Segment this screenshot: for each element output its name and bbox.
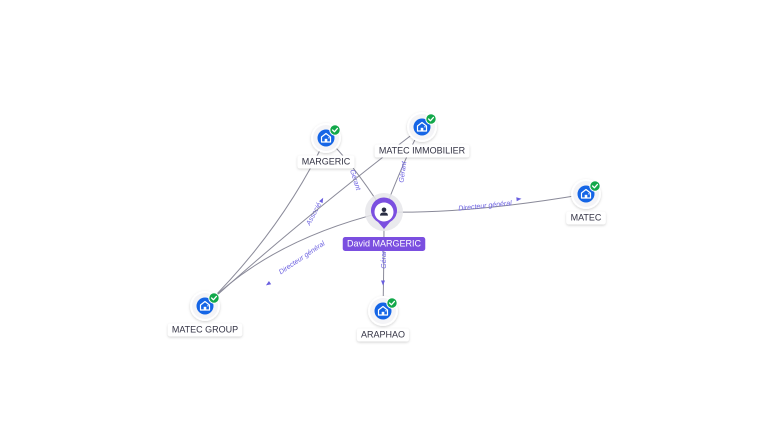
- company-label[interactable]: MATEC GROUP: [167, 323, 243, 337]
- company-name: MATEC: [571, 212, 602, 222]
- company-node-margeric[interactable]: MARGERIC: [297, 123, 355, 169]
- person-label[interactable]: David MARGERIC: [342, 237, 426, 251]
- arrow-icon: [319, 197, 324, 204]
- company-label[interactable]: MATEC IMMOBILIER: [374, 144, 470, 158]
- person-node-david-margeric[interactable]: David MARGERIC: [342, 193, 426, 251]
- edge-label: Gérant: [348, 169, 362, 193]
- company-node-matec-immobilier[interactable]: MATEC IMMOBILIER: [374, 112, 470, 158]
- arrow-icon: [265, 280, 272, 286]
- building-icon: [413, 118, 431, 136]
- check-badge-icon: [329, 124, 341, 136]
- building-icon: [577, 185, 595, 203]
- check-badge-icon: [425, 113, 437, 125]
- check-badge-icon: [386, 297, 398, 309]
- company-name: MARGERIC: [302, 156, 351, 166]
- edge-david-matec: Directeur général: [383, 193, 587, 213]
- check-badge-icon: [208, 292, 220, 304]
- edge-label: Gérant: [398, 160, 408, 183]
- label-pill: [374, 144, 470, 158]
- company-name: ARAPHAO: [361, 329, 405, 339]
- nodes-layer: MARGERIC MATEC IMMOBILIER MATEC MATEC GROUP…: [167, 112, 606, 342]
- label-pill: [566, 211, 606, 225]
- edge-line: [383, 193, 587, 213]
- company-label[interactable]: MARGERIC: [297, 155, 355, 169]
- label-pill: [297, 155, 355, 169]
- edge-label: Gérant: [381, 246, 388, 268]
- building-icon: [374, 302, 392, 320]
- edge-label: Directeur général: [278, 240, 327, 276]
- company-label[interactable]: MATEC: [566, 211, 606, 225]
- label-pill: [356, 328, 410, 342]
- company-name: MATEC GROUP: [172, 324, 238, 334]
- company-node-araphao[interactable]: ARAPHAO: [356, 296, 410, 342]
- company-node-matec[interactable]: MATEC: [566, 179, 606, 225]
- building-icon: [317, 129, 335, 147]
- edge-label: Directeur général: [458, 200, 513, 213]
- company-label[interactable]: ARAPHAO: [356, 328, 410, 342]
- building-icon: [196, 297, 214, 315]
- company-node-matec-group[interactable]: MATEC GROUP: [167, 291, 243, 337]
- user-icon: [380, 207, 388, 216]
- edge-label: Associé: [305, 202, 323, 228]
- arrow-icon: [516, 197, 522, 202]
- label-pill: [167, 323, 243, 337]
- edge-david-matec_group: Directeur général: [204, 211, 385, 307]
- arrow-icon: [381, 280, 385, 286]
- person-name: David MARGERIC: [347, 238, 422, 248]
- company-name: MATEC IMMOBILIER: [379, 145, 466, 155]
- person-label-pill: [342, 237, 426, 251]
- check-badge-icon: [589, 180, 601, 192]
